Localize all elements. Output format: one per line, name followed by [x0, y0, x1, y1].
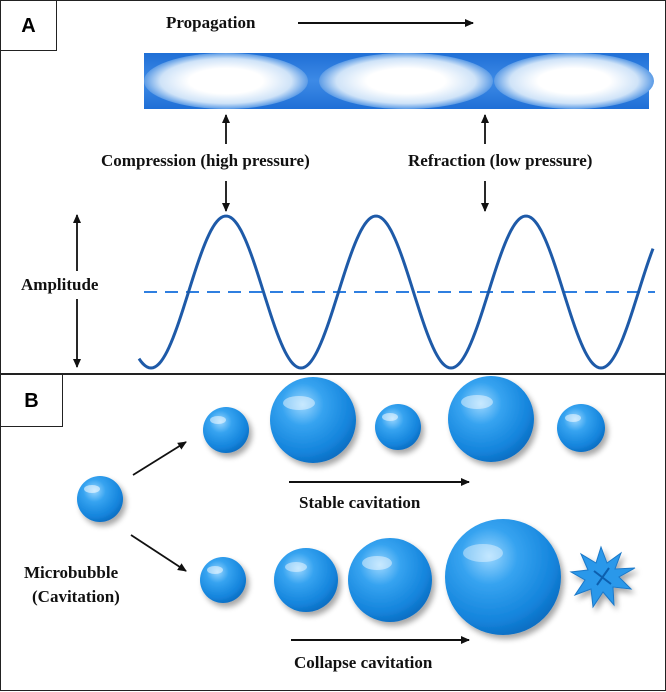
compression-label: Compression (high pressure) — [101, 151, 310, 170]
refraction-label: Refraction (low pressure) — [408, 151, 593, 170]
propagation-label: Propagation — [166, 13, 256, 32]
collapse-bubble-3 — [348, 538, 432, 622]
compression-zone-1 — [144, 53, 308, 109]
compression-zone-3 — [494, 53, 654, 109]
panel-a: A — [0, 0, 666, 374]
stable-bubble-2 — [270, 377, 356, 463]
panel-label-a: A — [1, 1, 57, 51]
panel-label-b: B — [1, 375, 63, 427]
stable-cavitation-label: Stable cavitation — [299, 493, 421, 512]
stable-bubble-3 — [375, 404, 421, 450]
amplitude-label: Amplitude — [21, 275, 99, 294]
stable-bubble-1 — [203, 407, 249, 453]
bubble-burst-icon — [569, 545, 636, 609]
collapse-branch-arrow — [130, 534, 187, 572]
pressure-wave — [137, 214, 655, 370]
compression-zone-2 — [319, 53, 493, 109]
stable-branch-arrow — [132, 441, 187, 476]
collapse-cavitation-label: Collapse cavitation — [294, 653, 433, 672]
microbubble-label: Microbubble — [24, 563, 119, 582]
collapse-bubble-4 — [445, 519, 561, 635]
stable-bubble-5 — [557, 404, 605, 452]
collapse-bubble-2 — [274, 548, 338, 612]
cavitation-label: (Cavitation) — [32, 587, 120, 606]
stable-bubble-4 — [448, 376, 534, 462]
panel-a-graphics — [73, 19, 655, 370]
panel-b: B — [0, 374, 666, 691]
microbubble-origin — [77, 476, 123, 522]
panel-b-graphics — [77, 376, 636, 644]
collapse-bubble-1 — [200, 557, 246, 603]
